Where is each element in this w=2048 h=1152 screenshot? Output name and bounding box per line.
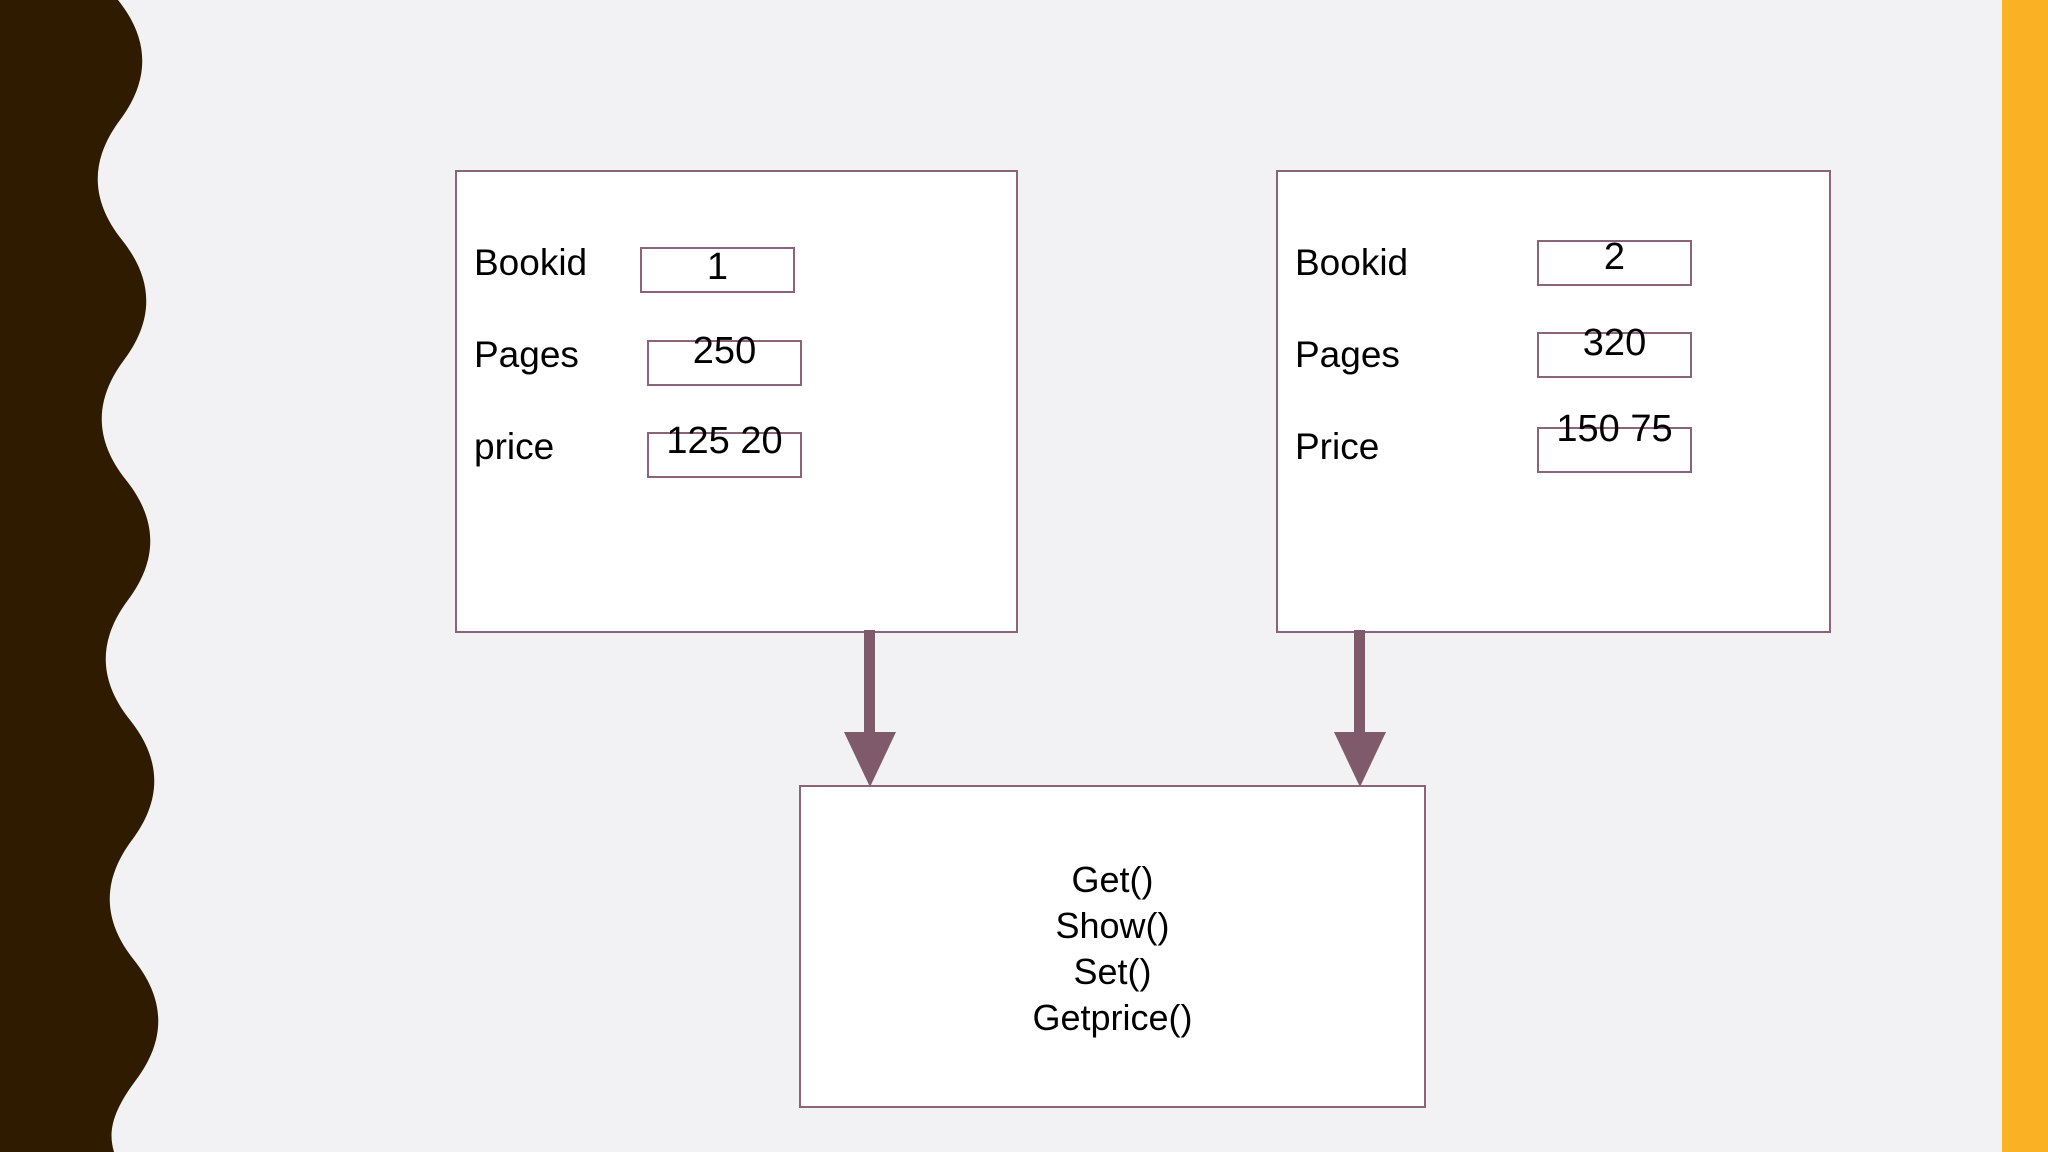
attribute-label-price: price (474, 426, 555, 467)
attribute-label-price: Price (1295, 426, 1380, 467)
attribute-value-box-pages[interactable] (647, 340, 802, 386)
object-box-right: Bookid 2 Pages 320 Price 150 75 (1276, 170, 1831, 633)
attribute-value-box-bookid[interactable] (640, 247, 795, 293)
attribute-label-bookid: Bookid (474, 242, 588, 283)
methods-box: Get() Show() Set() Getprice() (799, 785, 1426, 1108)
accent-bar-right (2002, 0, 2048, 1152)
attribute-value-box-price[interactable] (647, 432, 802, 478)
attribute-label-pages: Pages (474, 334, 579, 375)
arrow-left-to-methods (844, 630, 896, 787)
method-item: Get() (1071, 859, 1154, 900)
object-box-left: Bookid 1 Pages 250 price 125 20 (455, 170, 1018, 633)
decorative-wavy-band (0, 0, 159, 1152)
attribute-value-box-pages[interactable] (1537, 332, 1692, 378)
attribute-value-pages: 320 (1582, 322, 1647, 364)
method-item: Getprice() (1032, 997, 1193, 1038)
attribute-value-price: 125 20 (666, 420, 783, 462)
attribute-label-bookid: Bookid (1295, 242, 1409, 283)
method-item: Set() (1073, 951, 1152, 992)
method-list: Get() Show() Set() Getprice() (801, 857, 1424, 1041)
attribute-value-bookid: 1 (706, 246, 729, 288)
arrow-right-to-methods (1334, 630, 1386, 787)
attribute-value-pages: 250 (692, 330, 757, 372)
attribute-value-bookid: 2 (1603, 236, 1626, 278)
attribute-value-box-price[interactable] (1537, 427, 1692, 473)
attribute-value-box-bookid[interactable] (1537, 240, 1692, 286)
method-item: Show() (1055, 905, 1170, 946)
attribute-value-price: 150 75 (1556, 408, 1673, 450)
attribute-label-pages: Pages (1295, 334, 1400, 375)
